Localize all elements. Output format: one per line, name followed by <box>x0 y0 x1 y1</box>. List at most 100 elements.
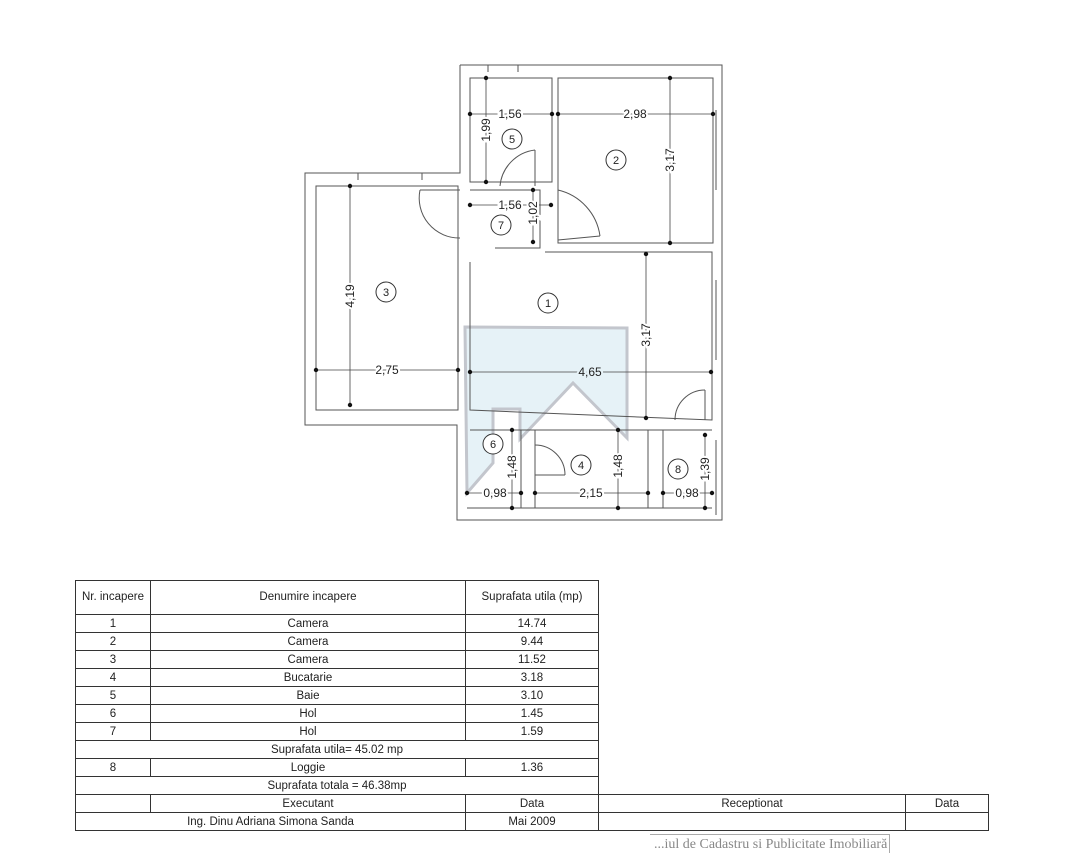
room-number-6: 6 <box>490 439 496 451</box>
room-number-4: 4 <box>578 460 584 472</box>
dim-r7-width: 1,56 <box>498 198 522 212</box>
dimension-points <box>313 75 716 511</box>
grand-total-row: Suprafata totala = 46.38mp <box>75 776 989 795</box>
useful-total: Suprafata utila= 45.02 mp <box>75 740 599 759</box>
row-nr: 7 <box>75 722 151 741</box>
dimension-point <box>615 505 621 511</box>
room-number-1: 1 <box>545 298 551 310</box>
dim-r3-height: 4,19 <box>343 284 357 308</box>
floor-plan: 1 2 3 4 5 6 7 8 1,56 2,98 1,99 3,17 1,56… <box>304 64 723 521</box>
row-nr: 6 <box>75 704 151 723</box>
dimension-point <box>455 367 461 373</box>
row-name: Camera <box>150 614 466 633</box>
receptionat-label: Receptionat <box>598 794 906 813</box>
header-nr: Nr. incapere <box>75 580 151 615</box>
date-label-2: Data <box>905 794 989 813</box>
dim-r1-width: 4,65 <box>578 365 602 379</box>
highlight-region <box>463 325 629 497</box>
row-name: Hol <box>150 722 466 741</box>
dimension-point <box>702 432 708 438</box>
dimension-point <box>615 427 621 433</box>
room-number-5: 5 <box>509 134 515 146</box>
row-area: 1.45 <box>465 704 599 723</box>
dim-r2-height: 3,17 <box>663 148 677 172</box>
dimension-point <box>518 490 524 496</box>
signature-header-row: Executant Data Receptionat Data <box>75 794 989 813</box>
walls <box>304 64 723 521</box>
header-area: Suprafata utila (mp) <box>465 580 599 615</box>
dim-r1-height: 3,17 <box>639 323 653 347</box>
dimension-point <box>643 415 649 421</box>
row-name: Camera <box>150 650 466 669</box>
row-name: Camera <box>150 632 466 651</box>
executant-date: Mai 2009 <box>465 812 599 831</box>
dimension-point <box>643 251 649 257</box>
row-nr: 8 <box>75 758 151 777</box>
table-row: 8 Loggie 1.36 <box>75 758 989 777</box>
dimension-point <box>464 490 470 496</box>
row-area: 1.59 <box>465 722 599 741</box>
dimension-point <box>483 179 489 185</box>
dim-r5-width: 1,56 <box>498 107 522 121</box>
row-name: Loggie <box>150 758 466 777</box>
dimension-point <box>645 490 651 496</box>
room-labels <box>375 128 689 480</box>
dimension-point <box>555 111 561 117</box>
rooms-table: Nr. incapere Denumire incapere Suprafata… <box>75 580 989 831</box>
table-header: Nr. incapere Denumire incapere Suprafata… <box>75 580 989 615</box>
executant-label: Executant <box>150 794 466 813</box>
row-area: 11.52 <box>465 650 599 669</box>
dim-r4-height: 1,48 <box>611 454 625 478</box>
dimension-point <box>548 202 554 208</box>
dimension-point <box>530 239 536 245</box>
row-name: Baie <box>150 686 466 705</box>
signature-row: Ing. Dinu Adriana Simona Sanda Mai 2009 <box>75 812 989 831</box>
dim-r6-width: 0,98 <box>483 486 507 500</box>
row-nr: 1 <box>75 614 151 633</box>
dimension-point <box>710 111 716 117</box>
dimension-point <box>313 367 319 373</box>
dim-r8-height: 1,39 <box>698 457 712 481</box>
dimension-point <box>667 75 673 81</box>
room-number-2: 2 <box>613 155 619 167</box>
header-name: Denumire incapere <box>150 580 466 615</box>
date-label: Data <box>465 794 599 813</box>
row-nr: 3 <box>75 650 151 669</box>
dimension-point <box>509 505 515 511</box>
dim-r6-height: 1,48 <box>505 455 519 479</box>
grand-total: Suprafata totala = 46.38mp <box>75 776 599 795</box>
dimension-point <box>347 183 353 189</box>
dimension-point <box>532 490 538 496</box>
cadastre-stamp: ...iul de Cadastru si Publicitate Imobil… <box>650 834 891 853</box>
dim-r4-width: 2,15 <box>579 486 603 500</box>
dim-r3-width: 2,75 <box>375 363 399 377</box>
executant-name: Ing. Dinu Adriana Simona Sanda <box>75 812 466 831</box>
dimension-point <box>709 490 715 496</box>
row-area: 14.74 <box>465 614 599 633</box>
room-number-7: 7 <box>498 220 504 232</box>
dim-r2-width: 2,98 <box>623 107 647 121</box>
dimension-lines <box>316 78 713 508</box>
dimension-point <box>467 111 473 117</box>
row-area: 1.36 <box>465 758 599 777</box>
dimension-point <box>667 240 673 246</box>
row-area: 3.18 <box>465 668 599 687</box>
row-nr: 2 <box>75 632 151 651</box>
dimension-point <box>467 202 473 208</box>
room-number-3: 3 <box>383 287 389 299</box>
useful-total-row: Suprafata utila= 45.02 mp <box>75 740 989 759</box>
dimension-point <box>708 369 714 375</box>
dimension-point <box>530 187 536 193</box>
dimension-point <box>660 490 666 496</box>
row-nr: 4 <box>75 668 151 687</box>
room-number-8: 8 <box>675 464 681 476</box>
row-name: Hol <box>150 704 466 723</box>
dimension-point <box>467 369 473 375</box>
